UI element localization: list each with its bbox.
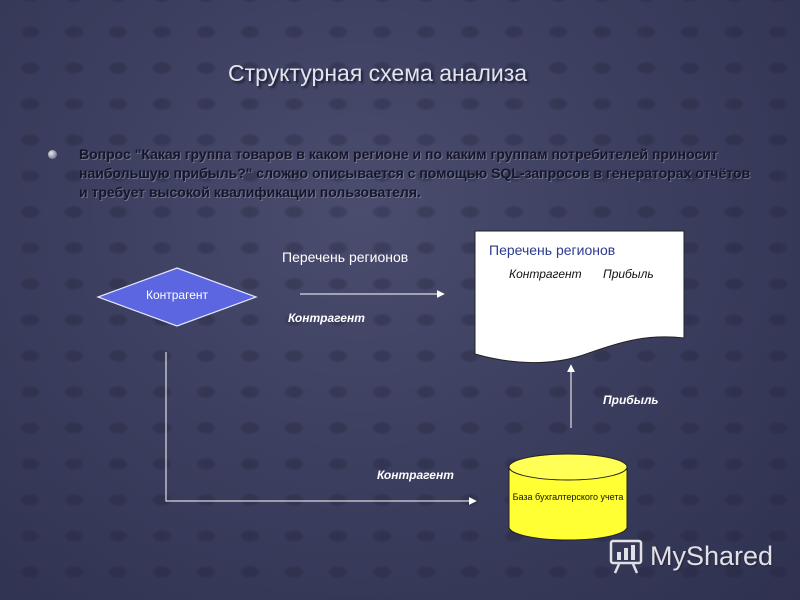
database-cylinder <box>508 453 628 541</box>
bullet-icon <box>48 150 57 159</box>
database-label: База бухгалтерского учета <box>512 492 624 502</box>
document-title: Перечень регионов <box>489 242 616 258</box>
arrow-label-contractor: Контрагент <box>288 311 365 325</box>
watermark-text: MyShared <box>650 540 774 571</box>
report-document <box>474 230 685 364</box>
slide-title: Структурная схема анализа <box>228 60 528 86</box>
up-arrow-label-profit: Прибыль <box>603 393 659 407</box>
diamond-label: Контрагент <box>145 288 209 302</box>
bottom-arrow-label-contractor: Контрагент <box>377 468 454 482</box>
presentation-board-icon <box>609 539 643 574</box>
watermark: MyShared <box>608 536 773 576</box>
document-column-profit: Прибыль <box>603 267 654 281</box>
question-text: Вопрос "Какая группа товаров в каком рег… <box>79 146 751 200</box>
arrow-to-database <box>165 352 477 505</box>
document-column-contractor: Контрагент <box>509 267 582 281</box>
arrow-label-regions: Перечень регионов <box>282 249 409 265</box>
contractor-diamond <box>96 267 258 327</box>
